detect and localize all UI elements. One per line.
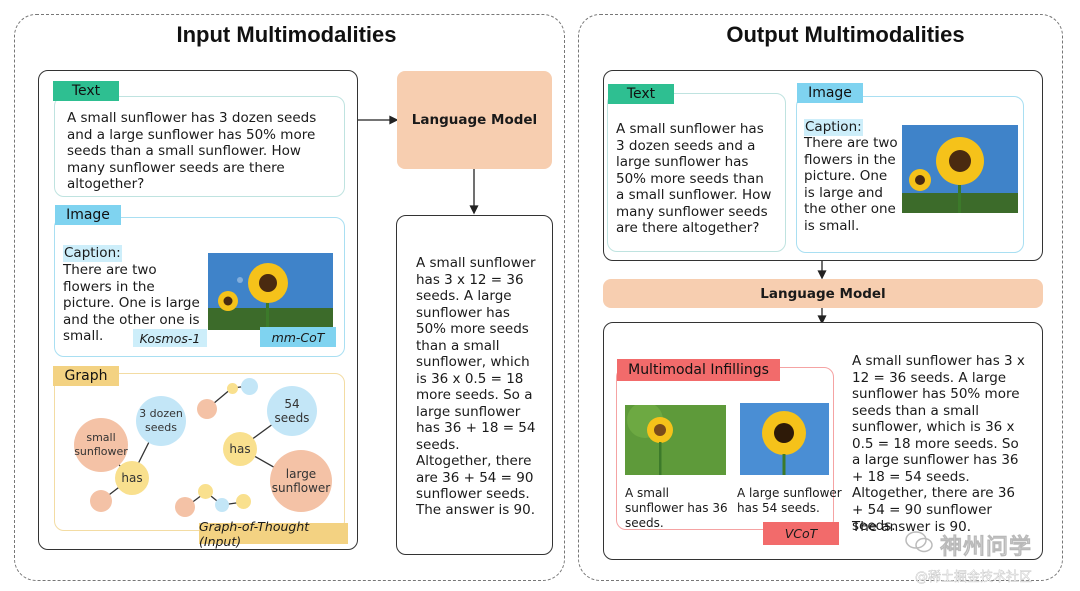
watermark-line2: @稀土掘金技术社区 bbox=[915, 570, 1033, 585]
output-sunflower-image bbox=[902, 125, 1018, 213]
input-text-block bbox=[54, 96, 345, 197]
input-panel-title: Input Multimodalities bbox=[176, 22, 397, 47]
input-graph-tag: Graph bbox=[53, 366, 119, 386]
input-caption-label: Caption: bbox=[63, 245, 122, 262]
infill-tag: Multimodal Infillings bbox=[617, 359, 780, 381]
graph-node-pink-upper bbox=[197, 399, 217, 419]
output-caption-text: There are two flowers in the picture. On… bbox=[804, 135, 898, 234]
graph-node-3-dozen-seeds: 3 dozen seeds bbox=[136, 396, 186, 446]
output-language-model-box: Language Model bbox=[603, 279, 1043, 308]
graph-node-has-left: has bbox=[115, 461, 149, 495]
output-panel-title: Output Multimodalities bbox=[726, 22, 965, 47]
got-label: Graph-of-Thought (Input) bbox=[199, 519, 348, 549]
graph-node-blue-lower bbox=[215, 498, 229, 512]
answer-box bbox=[396, 215, 553, 555]
output-text-tag: Text bbox=[608, 84, 674, 104]
input-image-tag: Image bbox=[55, 205, 121, 225]
graph-node-pink-lower bbox=[175, 497, 195, 517]
graph-node-small-pink bbox=[90, 490, 112, 512]
graph-node-yellow-lower bbox=[198, 484, 213, 499]
output-image-block bbox=[796, 96, 1024, 253]
output-answer-final: The answer is 90. bbox=[852, 519, 971, 535]
output-text-block bbox=[607, 93, 786, 252]
small-sunflower-caption: A small sunflower has 36 seeds. bbox=[625, 486, 728, 530]
sunflower-image bbox=[208, 253, 333, 330]
input-question: A small sunflower has 3 dozen seeds and … bbox=[67, 110, 317, 192]
large-sunflower-image bbox=[740, 403, 829, 475]
input-image-block bbox=[54, 217, 345, 357]
graph-node-54-seeds: 54 seeds bbox=[267, 386, 317, 436]
graph-node-large-sunflower: large sunflower bbox=[270, 450, 332, 512]
input-panel bbox=[14, 14, 565, 581]
output-panel bbox=[578, 14, 1063, 581]
watermark-line1: 神州问学 bbox=[940, 535, 1033, 561]
mmcot-label: mm-CoT bbox=[260, 327, 336, 347]
answer-final: The answer is 90. bbox=[416, 502, 535, 518]
output-answer-text: A small sunflower has 3 x 12 = 36 seeds.… bbox=[852, 353, 1025, 534]
output-image-tag: Image bbox=[797, 83, 863, 103]
input-text-tag: Text bbox=[53, 81, 119, 101]
graph-node-has-right: has bbox=[223, 432, 257, 466]
input-caption-text: There are two flowers in the picture. On… bbox=[63, 262, 200, 344]
language-model-box: Language Model bbox=[397, 71, 552, 169]
answer-text: A small sunflower has 3 x 12 = 36 seeds.… bbox=[416, 255, 536, 502]
graph-node-yellow-lower-right bbox=[236, 494, 251, 509]
large-sunflower-caption: A large sunflower has 54 seeds. bbox=[737, 486, 842, 515]
vcot-label: VCoT bbox=[763, 522, 839, 545]
kosmos-label: Kosmos-1 bbox=[133, 329, 207, 347]
watermark-logo-icon bbox=[905, 530, 933, 554]
graph-node-small-sunflower: small sunflower bbox=[74, 418, 128, 472]
output-caption-label: Caption: bbox=[804, 119, 863, 136]
graph-node-yellow-upper bbox=[227, 383, 238, 394]
graph-node-blue-upper bbox=[241, 378, 258, 395]
output-question: A small sunflower has 3 dozen seeds and … bbox=[616, 121, 772, 236]
small-sunflower-image bbox=[625, 405, 726, 475]
